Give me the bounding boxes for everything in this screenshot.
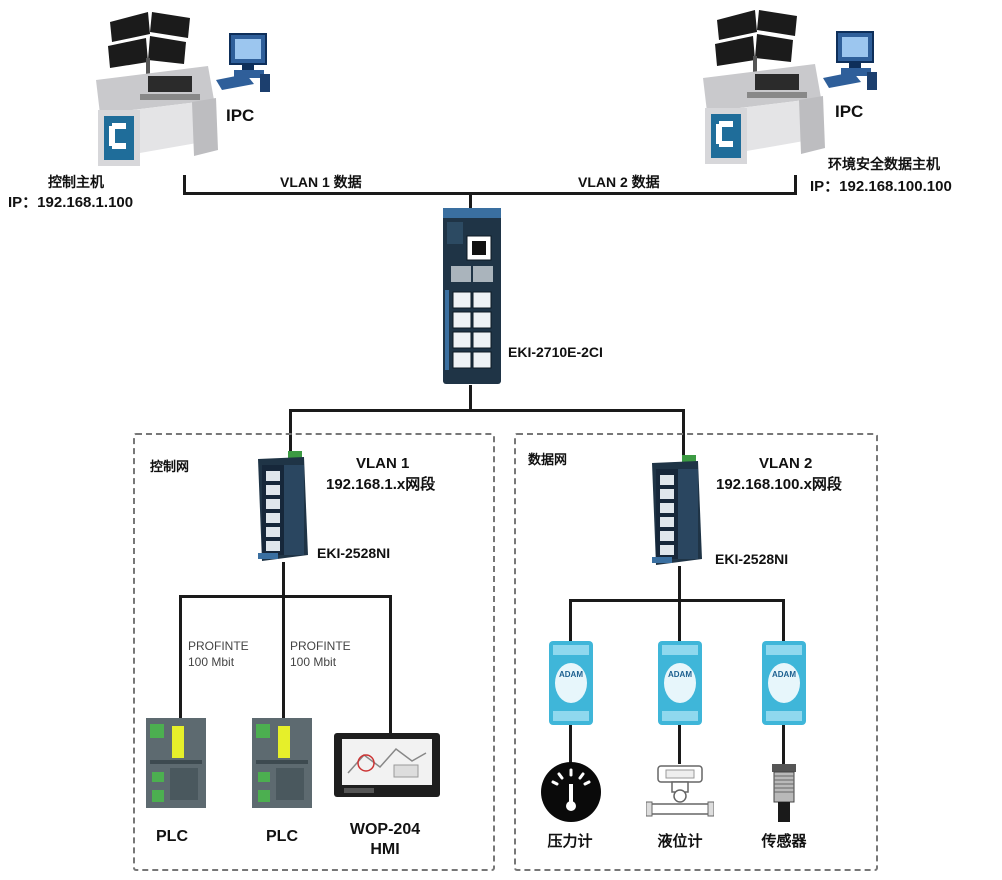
- adam-module-2-icon: ADAM: [658, 641, 702, 725]
- core-to-control-switch: [289, 409, 292, 453]
- control-host-ip: IP：192.168.1.100: [8, 194, 134, 211]
- vlan1-backbone-label: VLAN 1 数据: [280, 174, 362, 190]
- pressure-gauge-icon: [541, 762, 601, 822]
- adam3-to-sensor: [782, 724, 785, 764]
- plc-2-label: PLC: [266, 828, 298, 845]
- adam1-to-pressure: [569, 724, 572, 764]
- adam2-to-level: [678, 724, 681, 764]
- pressure-gauge-label: 压力计: [547, 833, 593, 850]
- data-switch-icon: [652, 455, 702, 565]
- control-drop-plc1: [179, 595, 182, 719]
- core-split: [289, 409, 685, 412]
- control-switch-drop: [282, 562, 285, 598]
- data-drop-adam3: [782, 599, 785, 644]
- control-host-name: 控制主机: [48, 174, 104, 190]
- hmi-label-line2: HMI: [370, 841, 400, 858]
- adam-module-3-logo: ADAM: [772, 670, 796, 679]
- control-drop-hmi: [389, 595, 392, 735]
- link2-speed: 100 Mbit: [290, 655, 337, 669]
- core-switch-model: EKI-2710E-2CI: [508, 344, 603, 360]
- plc-2-icon: [252, 718, 312, 808]
- backbone-horizontal: [183, 192, 797, 195]
- vlan2-backbone-label: VLAN 2 数据: [578, 174, 660, 190]
- data-bus: [569, 599, 785, 602]
- env-host-name: 环境安全数据主机: [828, 156, 940, 172]
- link2-protocol: PROFINTE: [290, 639, 351, 653]
- control-host-workstation-icon: [96, 12, 270, 166]
- env-host-workstation-icon: [703, 10, 877, 164]
- plc-1-icon: [146, 718, 206, 808]
- backbone-right-drop: [794, 175, 797, 194]
- env-host-ip: IP：192.168.100.100: [810, 178, 952, 195]
- hmi-panel-icon: [334, 733, 440, 797]
- link1-speed: 100 Mbit: [188, 655, 235, 669]
- proximity-sensor-label: 传感器: [761, 833, 807, 850]
- control-host-ipc-tag: IPC: [226, 106, 255, 125]
- control-bus: [179, 595, 392, 598]
- backbone-left-drop: [183, 175, 186, 194]
- adam-module-3-icon: ADAM: [762, 641, 806, 725]
- control-zone-title: 控制网: [150, 459, 190, 474]
- proximity-sensor-icon: [772, 764, 796, 822]
- core-switch-icon: [443, 208, 501, 384]
- control-zone-box: [133, 433, 495, 871]
- data-zone-box: [514, 433, 878, 871]
- data-drop-adam2: [678, 599, 681, 644]
- control-drop-plc2: [282, 595, 285, 719]
- plc-1-label: PLC: [156, 828, 188, 845]
- backbone-to-core: [469, 192, 472, 208]
- env-host-ipc-tag: IPC: [835, 102, 864, 121]
- level-meter-icon: [646, 765, 714, 817]
- adam-module-2-logo: ADAM: [668, 670, 692, 679]
- data-switch-drop: [678, 566, 681, 602]
- core-drop: [469, 385, 472, 411]
- hmi-label-line1: WOP-204: [349, 821, 421, 838]
- adam-module-1-icon: ADAM: [549, 641, 593, 725]
- control-vlan-label: VLAN 1: [356, 455, 410, 472]
- control-segment-label: 192.168.1.x网段: [326, 476, 436, 493]
- data-zone-title: 数据网: [528, 452, 568, 467]
- level-meter-label: 液位计: [657, 833, 703, 850]
- data-drop-adam1: [569, 599, 572, 644]
- link1-protocol: PROFINTE: [188, 639, 249, 653]
- adam-module-1-logo: ADAM: [559, 670, 583, 679]
- data-segment-label: 192.168.100.x网段: [716, 476, 842, 493]
- data-vlan-label: VLAN 2: [759, 455, 813, 472]
- control-switch-model: EKI-2528NI: [317, 545, 391, 561]
- data-switch-model: EKI-2528NI: [715, 551, 789, 567]
- control-switch-icon: [258, 451, 308, 561]
